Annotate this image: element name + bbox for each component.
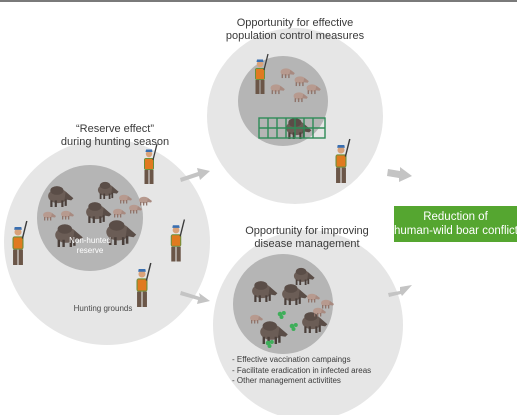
hunting-grounds-label: Hunting grounds [73,304,133,313]
bottom-node-title-line2: disease management [254,238,360,250]
bottom-node-title-line1: Opportunity for improving [245,225,369,237]
list-item: - Other management activitites [232,376,341,385]
bottom-node-title: Opportunity for improving disease manage… [222,225,392,251]
non-hunted-reserve-label-line2: reserve [76,246,104,255]
top-node-title-line2: population control measures [225,30,365,42]
top-node-title: Opportunity for effective population con… [215,17,375,43]
trap-cage-icon [258,117,326,139]
outcome-box: Reduction of human-wild boar conflict [394,206,517,242]
disease-management-list: - Effective vaccination campaings - Faci… [232,355,371,387]
outcome-line2: human-wild boar conflict [394,225,517,237]
non-hunted-reserve-label-line1: Non-hunted [69,236,111,245]
list-item: - Effective vaccination campaings [232,355,351,364]
left-node-title-line1: “Reserve effect” [75,123,155,135]
disease-management-inner-circle [233,254,333,354]
left-node-title-line2: during hunting season [60,136,170,148]
top-node-title-line1: Opportunity for effective [236,17,354,29]
left-node-title: “Reserve effect” during hunting season [40,123,190,149]
list-item: - Facilitate eradication in infected are… [232,365,372,375]
outcome-line1: Reduction of [423,211,488,223]
non-hunted-reserve-label: Non-hunted reserve [55,236,125,256]
arrow-icon [180,167,412,304]
